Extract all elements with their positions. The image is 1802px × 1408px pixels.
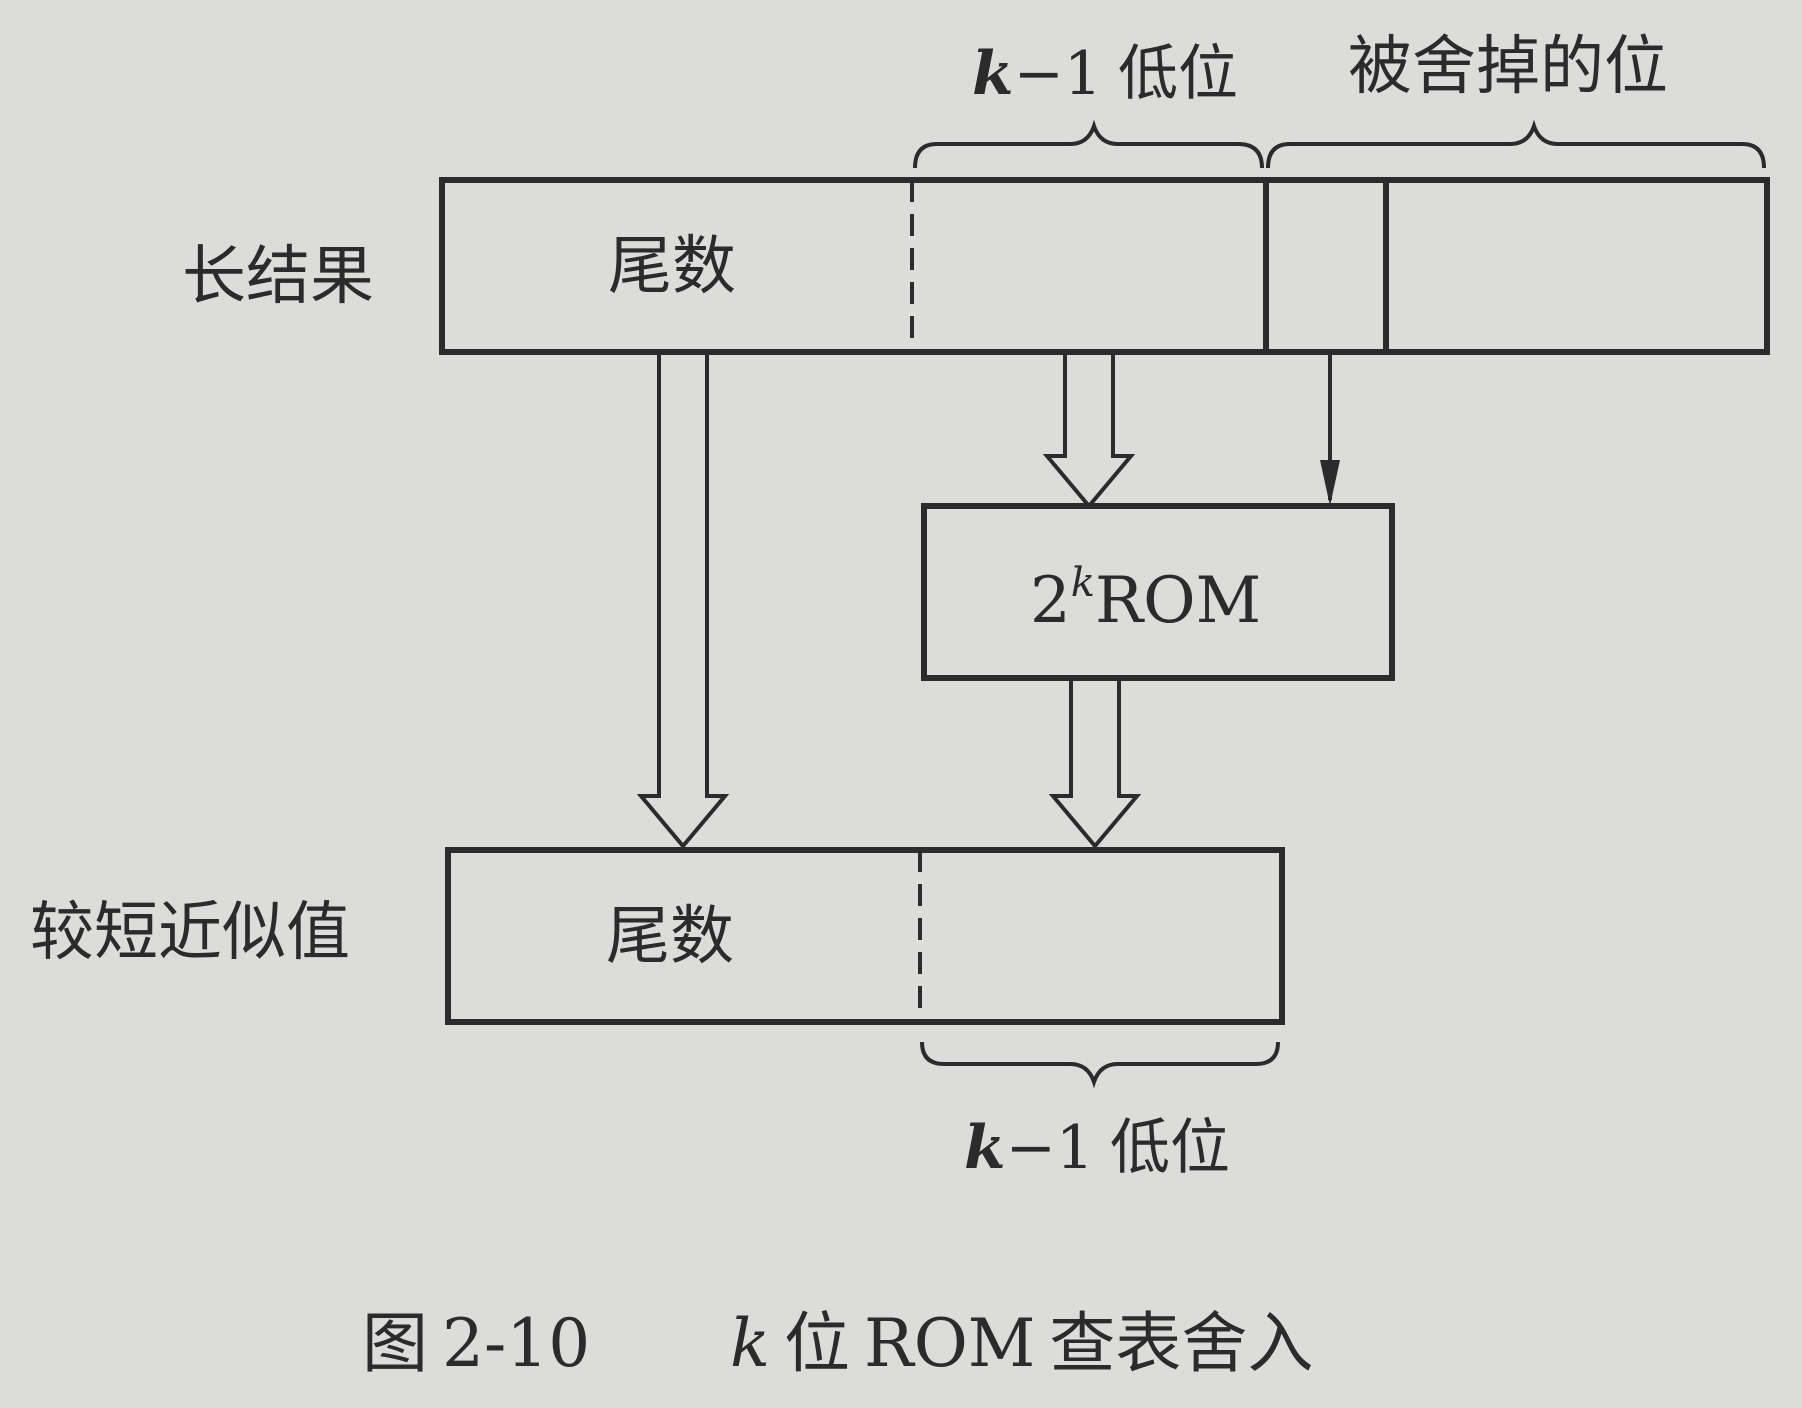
- brace-k-minus-1-top: [913, 119, 1264, 169]
- rom-box: [921, 503, 1395, 681]
- long-result-label: 长结果: [182, 240, 374, 314]
- rom-to-result-arrow: [1048, 678, 1142, 850]
- mantissa-label-bottom: 尾数: [606, 900, 734, 974]
- mantissa-label-top: 尾数: [608, 230, 736, 304]
- rom-label: 2kROM: [1030, 560, 1261, 638]
- long-result-register: [439, 177, 1770, 355]
- brace-k-minus-1-bottom: [920, 1041, 1280, 1089]
- mantissa-pass-arrow: [636, 352, 730, 850]
- discarded-bit-arrowhead: [1320, 460, 1340, 506]
- shorter-approx-label: 较短近似值: [30, 896, 350, 970]
- lowbits-to-rom-arrow: [1042, 352, 1136, 510]
- brace-discarded-bits: [1266, 119, 1766, 169]
- discarded-bits-label: 被舍掉的位: [1348, 30, 1668, 104]
- shorter-approx-register: [445, 847, 1285, 1025]
